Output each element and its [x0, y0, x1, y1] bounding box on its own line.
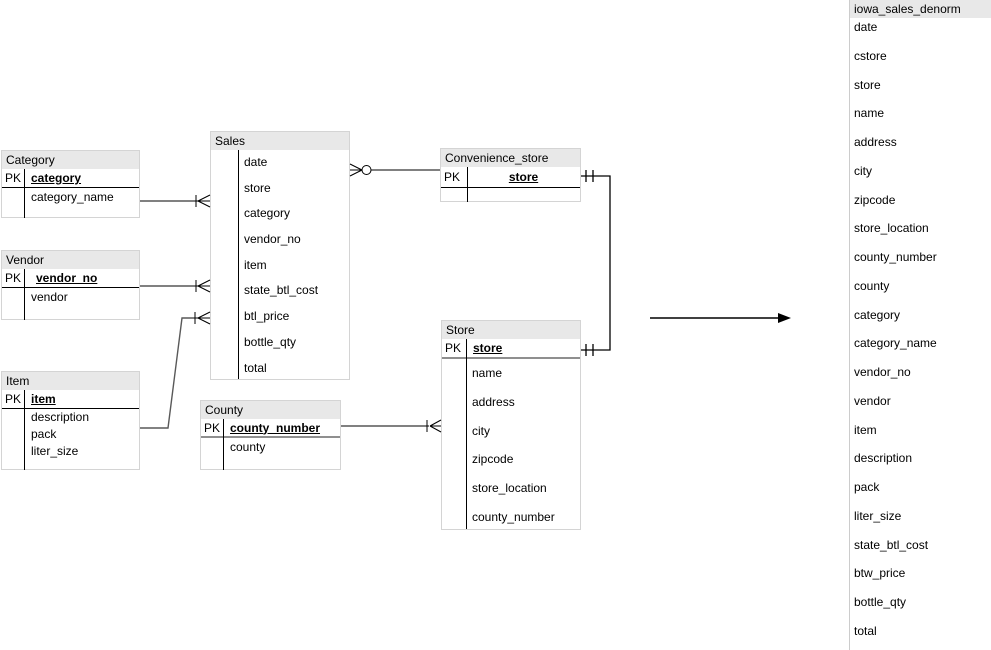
entity-item-title: Item [2, 372, 139, 390]
field-row: city [472, 423, 490, 438]
entity-county[interactable]: County PK county_number county [200, 400, 341, 470]
denorm-field: county_number [854, 250, 937, 264]
field-row: county_number [472, 509, 555, 524]
denorm-field: category_name [854, 336, 937, 351]
pk-field: county_number [230, 420, 321, 435]
connector-convenience-store-store[interactable] [581, 170, 611, 356]
entity-sales-title: Sales [211, 132, 349, 150]
connector-sales-convenience-store[interactable] [349, 163, 440, 177]
field-row: county [230, 440, 266, 454]
pk-column-divider [238, 150, 239, 379]
denorm-field: cstore [854, 48, 887, 63]
pk-row: PK county_number [201, 419, 340, 438]
field-row: zipcode [472, 452, 514, 467]
field-row: btl_price [244, 309, 290, 324]
pk-label: PK [444, 170, 461, 184]
denorm-field: store [854, 77, 881, 92]
entity-sales[interactable]: Sales date store category vendor_no item… [210, 131, 350, 380]
pk-label: PK [5, 271, 22, 285]
denorm-field: pack [854, 480, 880, 494]
entity-vendor[interactable]: Vendor PK vendor_no vendor [1, 250, 140, 320]
pk-column-divider [467, 167, 468, 202]
field-row: description [31, 410, 90, 424]
connector-county-store[interactable] [341, 419, 442, 433]
denorm-field: vendor [854, 393, 891, 408]
field-row: category [244, 206, 291, 221]
connector-category-sales[interactable] [140, 194, 211, 208]
entity-store[interactable]: Store PK store name address city zipcode… [441, 320, 581, 530]
pk-label: PK [5, 392, 22, 406]
denorm-field: description [854, 451, 913, 466]
entity-item[interactable]: Item PK item description pack liter_size [1, 371, 140, 470]
connector-vendor-sales[interactable] [140, 279, 211, 293]
field-row: total [244, 360, 267, 375]
field-row: address [472, 394, 515, 409]
field-row: date [244, 155, 268, 169]
pk-column-divider [24, 169, 25, 218]
denorm-field: total [854, 623, 877, 638]
entity-vendor-title: Vendor [2, 251, 139, 269]
entity-category-title: Category [2, 151, 139, 169]
denorm-field: liter_size [854, 508, 902, 523]
pk-field: item [31, 392, 56, 406]
denorm-field: zipcode [854, 192, 896, 207]
field-row: item [244, 257, 267, 272]
field-row: category_name [31, 190, 114, 204]
pk-label: PK [5, 171, 22, 185]
entity-category[interactable]: Category PK category category_name [1, 150, 140, 218]
denorm-field: county [854, 278, 890, 293]
entity-store-title: Store [442, 321, 580, 339]
field-row: vendor [31, 290, 68, 304]
pk-column-divider [466, 339, 467, 529]
pk-row: PK category [2, 169, 139, 188]
pk-row: PK vendor_no [2, 269, 139, 288]
pk-column-divider [223, 419, 224, 470]
denorm-field: address [854, 135, 897, 149]
denorm-field: store_location [854, 221, 929, 236]
field-row: pack [31, 427, 57, 441]
empty-row [441, 188, 580, 202]
pk-field: store [508, 170, 539, 184]
denorm-field: date [854, 20, 878, 34]
pk-label: PK [204, 420, 221, 435]
denorm-table-title: iowa_sales_denorm [850, 0, 991, 18]
field-row: liter_size [31, 444, 79, 458]
denorm-field: name [854, 106, 885, 121]
denorm-field: item [854, 422, 877, 437]
pk-column-divider [24, 390, 25, 470]
field-row: state_btl_cost [244, 283, 319, 298]
field-row: name [472, 366, 503, 380]
denorm-field: state_btl_cost [854, 537, 929, 552]
denorm-table-iowa-sales-denorm[interactable]: iowa_sales_denorm date cstore store name… [849, 0, 991, 650]
denormalization-arrow[interactable] [650, 313, 791, 323]
entity-convenience-store[interactable]: Convenience_store PK store [440, 148, 581, 202]
denorm-field: vendor_no [854, 365, 911, 379]
pk-field: category [31, 171, 82, 185]
pk-field: store [473, 341, 503, 355]
pk-row: PK store [442, 339, 580, 359]
entity-convenience-store-title: Convenience_store [441, 149, 580, 167]
denorm-field: bottle_qty [854, 595, 907, 609]
pk-row: PK store [441, 167, 580, 188]
pk-label: PK [445, 341, 462, 355]
field-row: vendor_no [244, 232, 301, 247]
pk-column-divider [24, 269, 25, 320]
pk-row: PK item [2, 390, 139, 409]
field-row: store [244, 180, 271, 195]
denorm-field: city [854, 163, 872, 178]
denorm-field: category [854, 307, 901, 322]
field-row: store_location [472, 481, 547, 496]
denorm-field: btw_price [854, 566, 906, 581]
pk-field: vendor_no [36, 271, 98, 285]
entity-county-title: County [201, 401, 340, 419]
field-row: bottle_qty [244, 334, 297, 349]
